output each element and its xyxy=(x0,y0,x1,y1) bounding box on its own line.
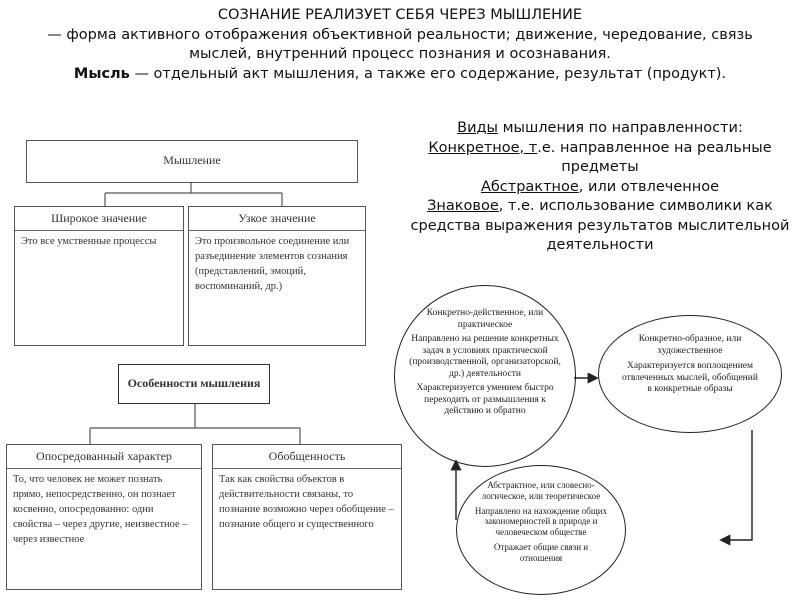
box-broad-meaning: Широкое значение Это все умственные проц… xyxy=(14,206,184,346)
ellipse-concrete-image-p1: Характеризуется воплощением отвлеченных … xyxy=(622,361,758,394)
box-general-title: Обобщенность xyxy=(268,449,346,463)
box-thinking: Мышление xyxy=(26,140,358,183)
types-heading-rest: мышления по направленности: xyxy=(497,120,743,136)
ellipse-concrete-action-p2: Характеризуется умением быстро переходит… xyxy=(416,383,554,416)
box-broad-title: Широкое значение xyxy=(51,211,147,225)
ellipse-concrete-action-title: Конкретно-действенное, или практическое xyxy=(426,308,544,330)
box-mediated-title: Опосредованный характер xyxy=(36,449,172,463)
type-abstract: Абстрактное, или отвлеченное xyxy=(408,178,792,198)
box-narrow-title: Узкое значение xyxy=(238,211,316,225)
thought-def: — отдельный акт мышления, а также его со… xyxy=(129,65,727,82)
thinking-definition: — форма активного отображения объективно… xyxy=(47,26,753,63)
ellipse-abstract: Абстрактное, или словесно-логическое, ил… xyxy=(456,465,626,595)
ellipse-abstract-p1: Направлено на нахождение общих закономер… xyxy=(474,505,608,538)
type-concrete: Конкретное, т.е. направленное на реальны… xyxy=(408,139,792,178)
ellipse-abstract-title: Абстрактное, или словесно-логическое, ил… xyxy=(481,480,601,501)
thinking-types: Виды мышления по направленности: Конкрет… xyxy=(408,119,792,256)
box-generalization: Обобщенность Так как свойства объектов в… xyxy=(212,444,402,590)
ellipse-concrete-image-title: Конкретно-образное, или художественное xyxy=(638,334,742,356)
box-mediated-text: То, что человек не может познать прямо, … xyxy=(7,468,201,550)
ellipse-concrete-action-p1: Направлено на решение конкретных задач в… xyxy=(409,334,561,379)
thought-term: Мысль xyxy=(73,65,130,82)
type-concrete-rest: .е. направленное на реальные предметы xyxy=(537,139,772,176)
header-text: СОЗНАНИЕ РЕАЛИЗУЕТ СЕБЯ ЧЕРЕЗ МЫШЛЕНИЕ —… xyxy=(20,6,780,84)
type-concrete-term: Конкретное, т xyxy=(428,139,538,156)
type-abstract-term: Абстрактное xyxy=(480,178,579,195)
header-title: СОЗНАНИЕ РЕАЛИЗУЕТ СЕБЯ ЧЕРЕЗ МЫШЛЕНИЕ xyxy=(217,7,583,23)
box-broad-text: Это все умственные процессы xyxy=(15,230,183,252)
types-heading: Виды мышления по направленности: xyxy=(408,119,792,139)
type-sign-rest: , т.е. использование символики как средс… xyxy=(410,198,790,253)
type-sign-term: Знаковое xyxy=(427,198,499,214)
box-general-text: Так как свойства объектов в действительн… xyxy=(213,468,401,535)
type-abstract-rest: , или отвлеченное xyxy=(578,178,720,195)
box-features: Особенности мышления xyxy=(118,364,270,404)
thought-definition: Мысль — отдельный акт мышления, а также … xyxy=(20,65,780,85)
ellipse-abstract-p2: Отражает общие связи и отношения xyxy=(493,541,589,563)
box-mediated: Опосредованный характер То, что человек … xyxy=(6,444,202,590)
ellipse-concrete-action: Конкретно-действенное, или практическое … xyxy=(394,285,576,467)
box-narrow-text: Это произвольное соединение или разъедин… xyxy=(189,230,365,297)
ellipse-concrete-image: Конкретно-образное, или художественное Х… xyxy=(598,315,782,433)
type-sign: Знаковое, т.е. использование символики к… xyxy=(408,197,792,256)
box-thinking-title: Мышление xyxy=(163,153,221,167)
types-word: Виды xyxy=(457,120,498,136)
box-features-title: Особенности мышления xyxy=(127,376,261,390)
box-narrow-meaning: Узкое значение Это произвольное соединен… xyxy=(188,206,366,346)
